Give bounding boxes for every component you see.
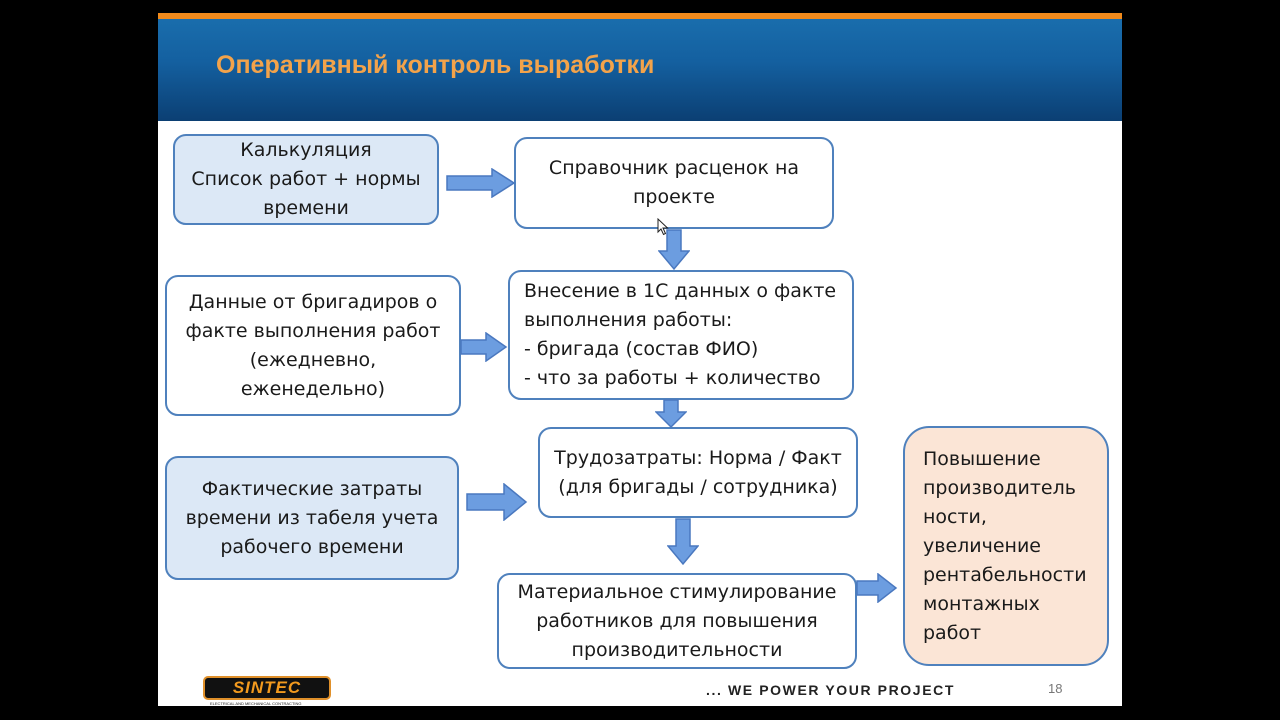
- box-labor-costs-line: Трудозатраты: Норма / Факт: [554, 446, 842, 469]
- arrow-down-icon: [658, 229, 690, 271]
- box-calculation-line: времени: [263, 197, 349, 219]
- box-outcome-line: рентабельности: [923, 563, 1087, 586]
- box-incentives-line: Материальное стимулирование: [517, 580, 837, 603]
- box-actual-time: Фактические затраты времени из табеля уч…: [165, 456, 459, 580]
- box-labor-costs: Трудозатраты: Норма / Факт (для бригады …: [538, 427, 858, 518]
- box-incentives-line: работников для повышения: [536, 609, 818, 632]
- arrow-down-icon: [667, 518, 699, 566]
- box-rates-directory-line: Справочник расценок на: [548, 157, 800, 179]
- box-outcome-line: Повышение: [923, 447, 1041, 470]
- slide-title: Оперативный контроль выработки: [216, 51, 655, 79]
- slide-header: Оперативный контроль выработки: [158, 13, 1122, 121]
- arrow-down-icon: [655, 399, 687, 429]
- page-number: 18: [1048, 681, 1063, 696]
- box-foremen-data-line: факте выполнения работ: [185, 319, 441, 342]
- box-foremen-data: Данные от бригадиров о факте выполнения …: [165, 275, 461, 416]
- box-entry-1c-line: Внесение в 1С данных о факте: [524, 280, 837, 302]
- arrow-right-icon: [856, 573, 898, 603]
- box-entry-1c-line: - бригада (состав ФИО): [524, 338, 759, 360]
- box-actual-time-line: Фактические затраты: [201, 477, 423, 500]
- sintec-logo-subtitle: ELECTRICAL AND MECHANICAL CONTRACTING: [210, 702, 302, 706]
- box-entry-1c-line: выполнения работы:: [524, 309, 733, 331]
- arrow-right-icon: [446, 168, 516, 198]
- box-outcome-line: работ: [923, 621, 982, 644]
- slide: Оперативный контроль выработки Калькуляц…: [158, 13, 1122, 706]
- tagline: ... WE POWER YOUR PROJECT: [706, 682, 955, 698]
- box-outcome-line: ности,: [923, 505, 987, 528]
- box-actual-time-line: рабочего времени: [220, 535, 404, 558]
- box-rates-directory: Справочник расценок на проекте: [514, 137, 834, 229]
- box-incentives-line: производительности: [571, 638, 783, 661]
- accent-bar: [158, 13, 1122, 19]
- box-calculation-line: Список работ + нормы: [191, 168, 421, 190]
- box-labor-costs-line: (для бригады / сотрудника): [558, 475, 838, 498]
- box-foremen-data-line: еженедельно): [240, 377, 386, 400]
- box-incentives: Материальное стимулирование работников д…: [497, 573, 857, 669]
- box-foremen-data-line: Данные от бригадиров о: [188, 290, 438, 313]
- arrow-right-icon: [460, 332, 508, 362]
- box-outcome: Повышение производитель ности, увеличени…: [903, 426, 1109, 666]
- box-calculation-line: Калькуляция: [240, 139, 372, 161]
- box-entry-1c: Внесение в 1С данных о факте выполнения …: [508, 270, 854, 400]
- box-outcome-line: монтажных: [923, 592, 1040, 615]
- box-rates-directory-line: проекте: [632, 186, 715, 208]
- mouse-cursor-icon: [657, 218, 669, 236]
- arrow-right-icon: [466, 483, 528, 521]
- box-foremen-data-line: (ежедневно,: [249, 348, 377, 371]
- box-calculation: Калькуляция Список работ + нормы времени: [173, 134, 439, 225]
- box-entry-1c-line: - что за работы + количество: [524, 367, 821, 389]
- sintec-logo: SINTEC: [203, 676, 331, 700]
- box-outcome-line: производитель: [923, 476, 1076, 499]
- box-actual-time-line: времени из табеля учета: [185, 506, 439, 529]
- box-outcome-line: увеличение: [923, 534, 1041, 557]
